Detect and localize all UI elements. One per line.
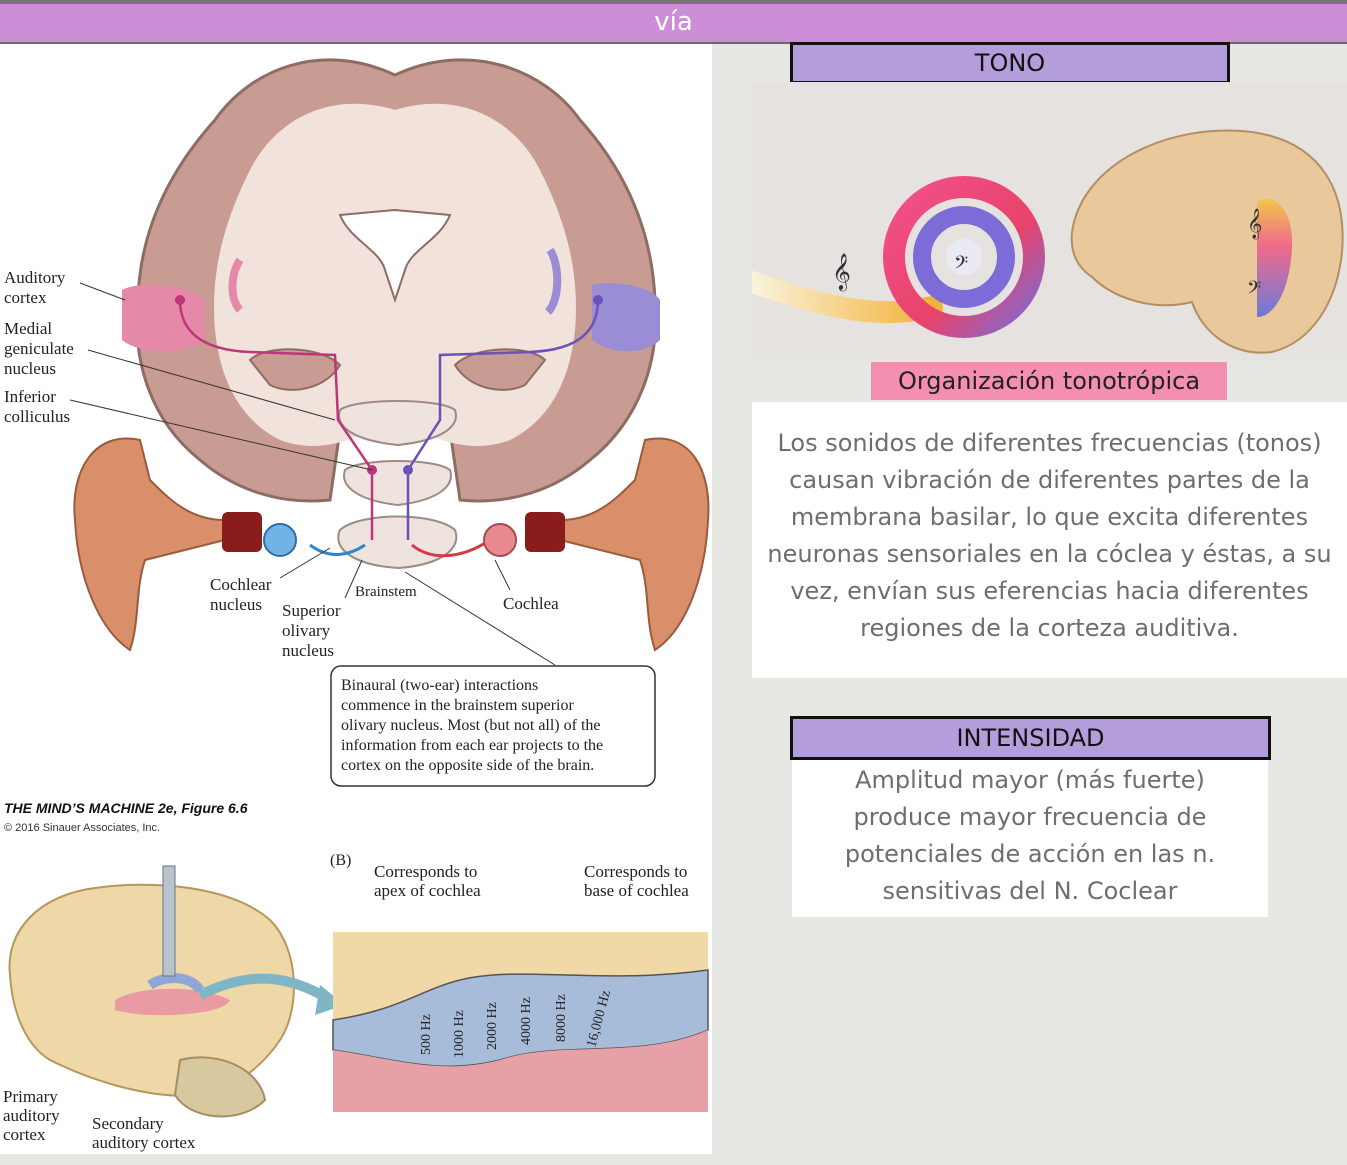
svg-text:𝄞: 𝄞 — [832, 252, 851, 291]
svg-text:𝄢: 𝄢 — [954, 253, 968, 278]
figure-credit-title: THE MIND’S MACHINE 2e, Figure 6.6 — [4, 800, 248, 816]
svg-text:𝄢: 𝄢 — [1247, 278, 1261, 303]
leader-lines — [69, 282, 556, 666]
brainstem-label: Brainstem — [355, 584, 417, 600]
tonotopic-caption: Organización tonotrópica — [871, 362, 1227, 400]
primary-auditory-label: Primary — [3, 1087, 58, 1106]
intensidad-title-box: INTENSIDAD — [790, 716, 1271, 760]
inferior-colliculus-label: Inferior — [4, 387, 56, 406]
tono-title: TONO — [974, 49, 1046, 77]
svg-text:𝄞: 𝄞 — [1247, 208, 1262, 240]
page-header: vía — [0, 0, 1347, 44]
tono-description: Los sonidos de diferentes frecuencias (t… — [767, 429, 1332, 642]
ears — [73, 437, 710, 652]
tono-description-card: Los sonidos de diferentes frecuencias (t… — [752, 402, 1347, 678]
cochlea-label: Cochlea — [503, 594, 559, 613]
tonotopic-svg: 𝄞 𝄢 𝄞 𝄢 — [752, 129, 1344, 354]
tonotopic-image: 𝄞 𝄢 𝄞 𝄢 — [752, 82, 1347, 360]
freq-label: 500 Hz — [419, 1014, 434, 1055]
superior-olivary-label-2: olivary — [282, 621, 331, 640]
superior-olivary-label-3: nucleus — [282, 641, 334, 660]
secondary-auditory-label: Secondary — [92, 1114, 164, 1133]
secondary-auditory-label-2: auditory cortex — [92, 1133, 196, 1152]
auditory-cortex-label-2: cortex — [4, 288, 47, 307]
cochlear-nucleus-label-2: nucleus — [210, 595, 262, 614]
primary-auditory-label-3: cortex — [3, 1125, 46, 1144]
apex-label-2: apex of cochlea — [374, 881, 481, 900]
callout-line: Binaural (two-ear) interactions — [341, 677, 538, 694]
callout-line: cortex on the opposite side of the brain… — [341, 757, 594, 774]
tonotopic-caption-text: Organización tonotrópica — [897, 367, 1201, 395]
medial-geniculate-label-3: nucleus — [4, 359, 56, 378]
base-label-2: base of cochlea — [584, 881, 689, 900]
apex-label: Corresponds to — [374, 862, 477, 881]
superior-olivary-label: Superior — [282, 601, 341, 620]
base-label: Corresponds to — [584, 862, 687, 881]
callout-line: commence in the brainstem superior — [341, 697, 574, 714]
primary-auditory-label-2: auditory — [3, 1106, 60, 1125]
panel-b-label: (B) — [330, 852, 351, 869]
intensidad-description: Amplitud mayor (más fuerte) produce mayo… — [844, 766, 1216, 905]
intensidad-title: INTENSIDAD — [956, 724, 1105, 752]
intensidad-description-card: Amplitud mayor (más fuerte) produce mayo… — [792, 760, 1268, 917]
svg-text:Binaural (two-ear) interaction: Binaural (two-ear) interactions commence… — [341, 677, 607, 774]
callout-line: olivary nucleus. Most (but not all) of t… — [341, 717, 601, 734]
medial-geniculate-label-2: geniculate — [4, 339, 74, 358]
freq-label: 1000 Hz — [452, 1010, 467, 1058]
medial-geniculate-label: Medial — [4, 319, 52, 338]
cochlear-nucleus-label: Cochlear — [210, 575, 272, 594]
callout-line: information from each ear projects to th… — [341, 737, 603, 754]
inferior-colliculus-label-2: colliculus — [4, 407, 70, 426]
freq-label: 4000 Hz — [519, 997, 534, 1045]
brainstem-slices — [337, 400, 458, 570]
page-title: vía — [654, 7, 693, 37]
tono-title-box: TONO — [790, 42, 1230, 84]
lateral-brain — [8, 865, 345, 1118]
figure-credit-copyright: © 2016 Sinauer Associates, Inc. — [4, 822, 160, 834]
freq-label: 8000 Hz — [554, 994, 569, 1042]
freq-label: 2000 Hz — [485, 1002, 500, 1050]
binaural-callout: Binaural (two-ear) interactions commence… — [330, 665, 656, 787]
auditory-cortex-label: Auditory — [4, 268, 66, 287]
basilar-membrane-strip — [332, 932, 709, 1112]
